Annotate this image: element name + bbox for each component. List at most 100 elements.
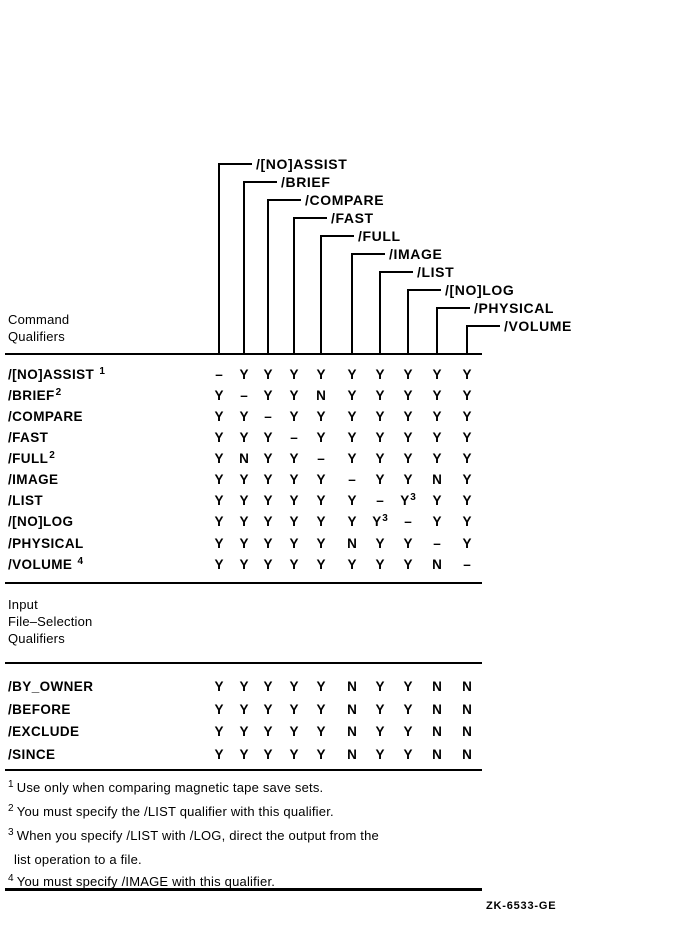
compatibility-cell: N	[316, 388, 326, 403]
compatibility-cell: Y	[289, 472, 299, 487]
superscript-footnote-ref: 1	[99, 366, 106, 377]
compatibility-cell: Y	[462, 493, 472, 508]
compatibility-cell: N	[432, 747, 442, 762]
column-leader-hline	[243, 181, 277, 183]
column-leader-vline	[436, 307, 438, 353]
compatibility-cell: Y	[289, 451, 299, 466]
qualifier-label: /FULL2	[8, 450, 56, 466]
compatibility-cell: Y	[263, 514, 273, 529]
figure-id: ZK-6533-GE	[486, 900, 557, 912]
column-label: /VOLUME	[504, 318, 572, 334]
compatibility-cell: Y	[403, 430, 413, 445]
column-leader-hline	[267, 199, 301, 201]
horizontal-rule	[5, 353, 482, 355]
superscript-footnote-ref: 2	[55, 387, 62, 398]
compatibility-cell: Y	[263, 367, 273, 382]
qualifier-label: /COMPARE	[8, 409, 83, 424]
compatibility-cell: Y	[316, 557, 326, 572]
superscript-footnote-ref: 3	[410, 492, 416, 503]
compatibility-cell: Y	[347, 367, 357, 382]
compatibility-cell: Y	[462, 514, 472, 529]
heading-line: Qualifiers	[8, 631, 65, 646]
compatibility-cell: N	[347, 679, 357, 694]
compatibility-cell: Y	[316, 493, 326, 508]
column-leader-vline	[466, 325, 468, 353]
compatibility-cell: Y	[316, 702, 326, 717]
qualifier-label: /IMAGE	[8, 472, 59, 487]
compatibility-cell: Y	[214, 388, 224, 403]
compatibility-cell: Y	[403, 747, 413, 762]
compatibility-cell: N	[462, 702, 472, 717]
column-leader-vline	[267, 199, 269, 353]
compatibility-cell: Y	[347, 388, 357, 403]
compatibility-cell: Y	[316, 679, 326, 694]
compatibility-cell: Y	[347, 493, 357, 508]
compatibility-cell: Y	[432, 367, 442, 382]
compatibility-cell: Y	[403, 472, 413, 487]
qualifier-label: /[NO]ASSIST 1	[8, 366, 106, 382]
compatibility-cell: Y	[403, 679, 413, 694]
compatibility-cell: Y	[263, 388, 273, 403]
compatibility-cell: Y	[462, 409, 472, 424]
footnote-marker: 1	[8, 779, 14, 790]
compatibility-cell: Y	[375, 724, 385, 739]
column-label: /FULL	[358, 228, 401, 244]
heading-line: Command	[8, 312, 70, 327]
compatibility-cell: Y	[239, 724, 249, 739]
compatibility-cell: –	[264, 409, 272, 424]
column-leader-hline	[320, 235, 354, 237]
column-label: /LIST	[417, 264, 455, 280]
compatibility-cell: Y	[375, 679, 385, 694]
column-leader-vline	[320, 235, 322, 353]
compatibility-cell: Y	[289, 679, 299, 694]
column-leader-hline	[351, 253, 385, 255]
superscript-footnote-ref: 3	[382, 513, 388, 524]
compatibility-cell: Y	[432, 430, 442, 445]
compatibility-cell: Y	[316, 430, 326, 445]
compatibility-cell: –	[433, 536, 441, 551]
compatibility-cell: Y	[375, 536, 385, 551]
compatibility-cell: Y	[316, 514, 326, 529]
column-leader-hline	[293, 217, 327, 219]
horizontal-rule	[5, 769, 482, 771]
compatibility-cell: N	[432, 472, 442, 487]
compatibility-cell: Y	[239, 536, 249, 551]
column-label: /FAST	[331, 210, 374, 226]
column-leader-vline	[293, 217, 295, 353]
compatibility-cell: Y	[263, 679, 273, 694]
compatibility-cell: –	[317, 451, 325, 466]
compatibility-cell: Y	[347, 451, 357, 466]
compatibility-cell: Y	[263, 451, 273, 466]
compatibility-cell: N	[239, 451, 249, 466]
compatibility-cell: Y	[263, 702, 273, 717]
compatibility-cell: Y	[263, 493, 273, 508]
compatibility-cell: Y	[289, 747, 299, 762]
compatibility-cell: N	[347, 724, 357, 739]
input-file-selection-heading: Input File–Selection Qualifiers	[8, 596, 92, 647]
compatibility-cell: Y	[403, 724, 413, 739]
column-leader-vline	[218, 163, 220, 353]
footnote-marker: 4	[8, 873, 14, 884]
compatibility-cell: Y	[462, 472, 472, 487]
compatibility-cell: Y	[347, 409, 357, 424]
qualifier-label: /EXCLUDE	[8, 724, 80, 739]
compatibility-cell: Y	[214, 557, 224, 572]
column-leader-hline	[218, 163, 252, 165]
column-leader-vline	[379, 271, 381, 353]
compatibility-cell: Y	[214, 679, 224, 694]
compatibility-cell: Y	[239, 747, 249, 762]
compatibility-cell: Y	[263, 472, 273, 487]
qualifier-label: /SINCE	[8, 747, 56, 762]
compatibility-cell: Y	[316, 472, 326, 487]
compatibility-cell: Y	[462, 367, 472, 382]
compatibility-cell: Y	[462, 388, 472, 403]
compatibility-cell: Y	[239, 472, 249, 487]
compatibility-cell: –	[215, 367, 223, 382]
compatibility-cell: Y	[462, 536, 472, 551]
compatibility-cell: Y	[214, 747, 224, 762]
qualifier-label: /BRIEF2	[8, 387, 62, 403]
